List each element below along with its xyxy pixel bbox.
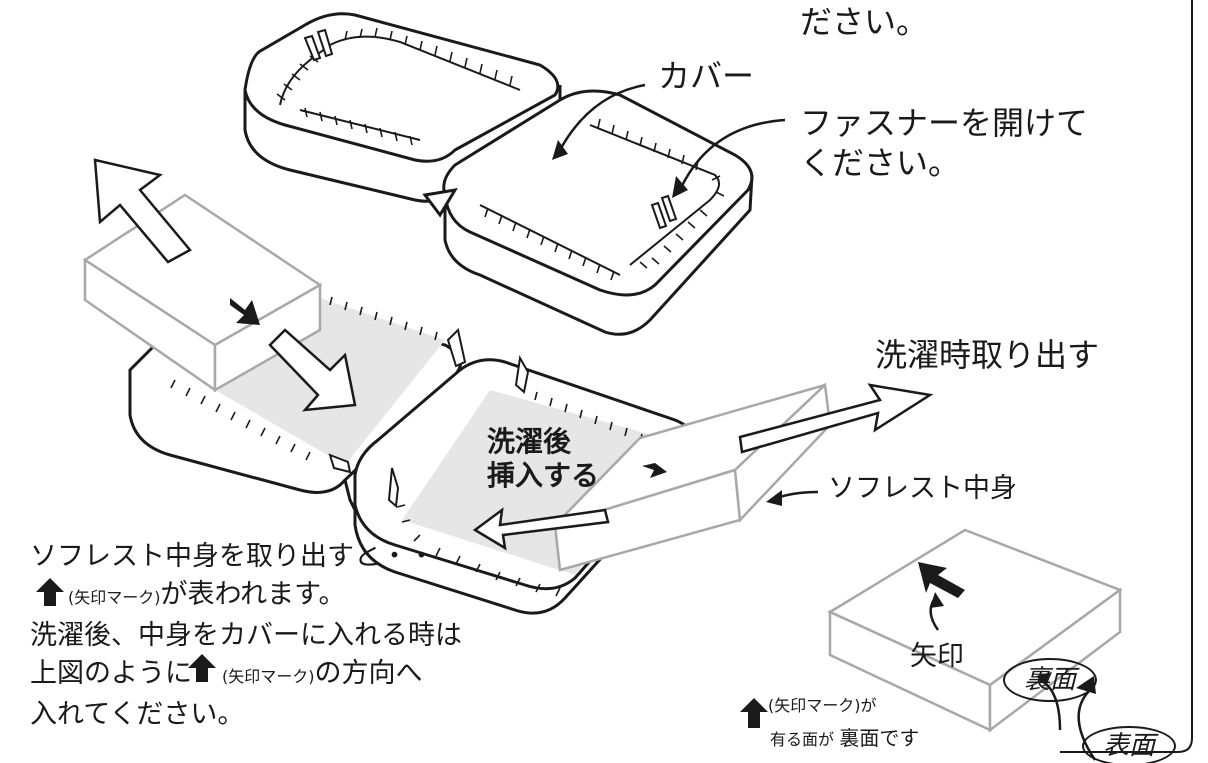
- zipper-pull-icon: [328, 327, 530, 508]
- instruction-line-2: (矢印マーク)が表われます。: [30, 576, 462, 617]
- back-side-label: 裏面: [1003, 658, 1097, 702]
- up-arrow-mark-icon: [36, 578, 768, 728]
- frame-border: [1060, 0, 1193, 753]
- instruction-line-2-rest: が表われます。: [160, 579, 346, 610]
- instruction-line-4-small: (矢印マーク): [222, 667, 315, 686]
- open-zipper-line-1: ファスナーを開けて: [800, 104, 1089, 142]
- cover-bottom-stitches: [170, 296, 643, 597]
- instruction-line-3: 洗濯後、中身をカバーに入れる時は: [30, 620, 462, 651]
- zipper-pull-icon: [303, 28, 678, 230]
- core-label: ソフレスト中身: [828, 473, 1017, 504]
- insert-line-2: 挿入する: [487, 458, 600, 492]
- mark-note-line-1: (矢印マーク)が: [768, 696, 877, 715]
- insert-line-1: 洗濯後: [487, 425, 572, 458]
- top-partial-text: ださい。: [800, 3, 929, 41]
- mark-note-2b: 裏面です: [839, 726, 920, 750]
- cover-label: カバー: [658, 57, 755, 95]
- mark-note-line-2: 有る面が 裏面です: [770, 726, 919, 751]
- instruction-line-4: 上図のように (矢印マーク)の方向へ: [30, 655, 462, 696]
- instruction-line-5: 入れてください。: [30, 699, 245, 730]
- instruction-line-4-pre: 上図のように: [30, 658, 192, 689]
- instructions-block: ソフレスト中身を取り出すと・・ (矢印マーク)が表われます。 洗濯後、中身をカバ…: [30, 538, 462, 734]
- arrow-label: 矢印: [910, 641, 964, 672]
- open-zipper-line-2: ください。: [800, 144, 961, 182]
- mark-note-2a: 有る面が: [770, 730, 835, 749]
- insert-after-wash-label: 洗濯後 挿入する: [487, 425, 599, 492]
- instruction-line-1: ソフレスト中身を取り出すと・・: [30, 541, 435, 572]
- front-side-label: 表面: [1082, 726, 1176, 763]
- cover-top-stitches: [276, 27, 725, 281]
- open-zipper-label: ファスナーを開けて ください。: [800, 103, 1088, 183]
- cover-top: [243, 12, 754, 336]
- instruction-line-2-small: (矢印マーク): [68, 588, 161, 607]
- direction-arrow-icon: [93, 158, 934, 551]
- take-out-label: 洗濯時取り出す: [875, 336, 1100, 374]
- direction-arrow-icon: [230, 298, 965, 598]
- instruction-line-4-post: の方向へ: [314, 658, 423, 689]
